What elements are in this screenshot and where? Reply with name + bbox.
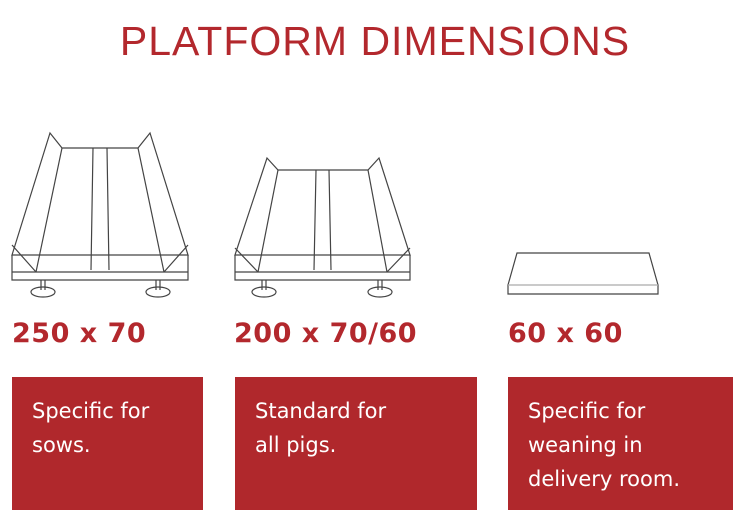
standard-platform-illustration xyxy=(234,156,411,298)
description-line: sows. xyxy=(32,433,91,457)
dimension-label-standard: 200 x 70/60 xyxy=(234,318,418,349)
description-box-sow: Specific for sows. xyxy=(12,377,203,510)
description-line: weaning in xyxy=(528,433,643,457)
sow-platform-illustration xyxy=(11,131,189,298)
description-line: Standard for xyxy=(255,399,387,423)
description-line: all pigs. xyxy=(255,433,337,457)
description-line: Specific for xyxy=(32,399,150,423)
description-line: Specific for xyxy=(528,399,646,423)
description-box-weaning: Specific for weaning in delivery room. xyxy=(508,377,733,510)
dimension-label-weaning: 60 x 60 xyxy=(508,318,623,349)
page-title: PLATFORM DIMENSIONS xyxy=(119,18,631,64)
dimension-label-sow: 250 x 70 xyxy=(12,318,147,349)
description-box-standard: Standard for all pigs. xyxy=(235,377,477,510)
description-line: delivery room. xyxy=(528,467,681,491)
weaning-platform-illustration xyxy=(507,252,659,295)
